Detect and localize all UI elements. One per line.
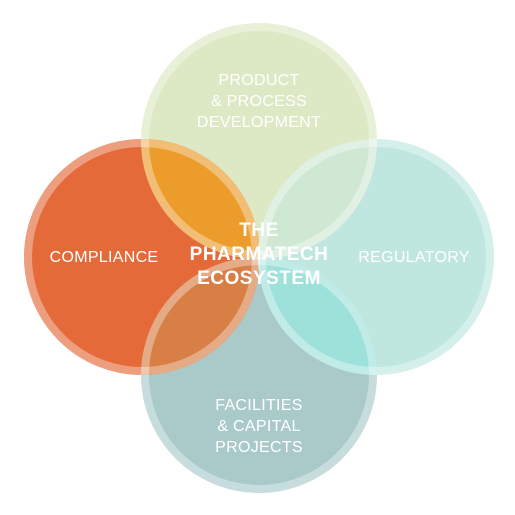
label-product-process-development: PRODUCT & PROCESS DEVELOPMENT bbox=[196, 72, 322, 131]
overlap-bottom-left bbox=[141, 257, 260, 375]
center-title: THE PHARMATECH ECOSYSTEM bbox=[189, 220, 329, 289]
label-facilities-capital-projects: FACILITIES & CAPITAL PROJECTS bbox=[215, 397, 303, 456]
label-compliance: COMPLIANCE bbox=[49, 249, 159, 266]
label-regulatory: REGULATORY bbox=[358, 249, 470, 266]
overlap-bottom-right bbox=[258, 257, 377, 375]
circle-outlines bbox=[24, 23, 494, 493]
